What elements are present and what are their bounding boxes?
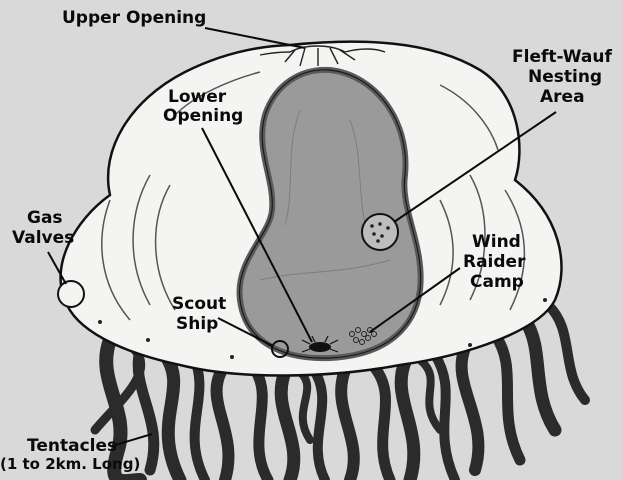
tentacle bbox=[189, 355, 210, 480]
tentacle bbox=[543, 300, 590, 405]
tentacles bbox=[90, 300, 590, 480]
leader-wind-raider bbox=[369, 267, 461, 333]
tentacle bbox=[394, 355, 421, 480]
tentacle bbox=[310, 367, 330, 480]
label-tentacles-line2: (1 to 2km. Long) bbox=[0, 455, 140, 473]
leader-upper-opening bbox=[204, 27, 306, 49]
cavity-rim-line bbox=[238, 69, 422, 359]
scout-ship-marker bbox=[271, 340, 289, 358]
leader-tentacles bbox=[111, 433, 153, 447]
wind-raider-camp bbox=[301, 327, 377, 353]
label-lower-opening-line1: Lower bbox=[168, 87, 227, 107]
tentacle bbox=[296, 368, 314, 444]
label-wind-raider-line1: Wind bbox=[472, 232, 521, 252]
tentacle bbox=[274, 365, 301, 480]
tentacle bbox=[335, 364, 360, 480]
label-lower-opening-line2: Opening bbox=[163, 106, 243, 126]
nesting-dots bbox=[370, 222, 390, 243]
label-wind-raider-line2: Raider bbox=[463, 252, 526, 272]
tentacle bbox=[430, 350, 460, 480]
label-fleft-wauf-line1: Fleft-Wauf bbox=[512, 47, 613, 67]
label-scout-ship-line2: Ship bbox=[176, 314, 218, 334]
tentacle bbox=[99, 333, 147, 480]
tentacle bbox=[210, 359, 235, 480]
tentacle bbox=[369, 362, 396, 480]
leader-lower-opening bbox=[201, 127, 313, 343]
tentacle bbox=[158, 348, 187, 480]
upper-opening bbox=[259, 45, 386, 67]
leader-fleft-wauf bbox=[393, 111, 557, 223]
label-wind-raider-line3: Camp bbox=[470, 272, 524, 292]
leader-scout-ship bbox=[217, 317, 274, 347]
nesting-area-marker bbox=[361, 213, 399, 251]
label-fleft-wauf-line2: Nesting bbox=[528, 67, 602, 87]
rim-dots bbox=[98, 298, 547, 359]
tentacle bbox=[518, 313, 562, 437]
tentacle bbox=[249, 364, 274, 480]
label-gas-valves-line1: Gas bbox=[27, 208, 63, 228]
body-contours bbox=[101, 71, 526, 321]
label-tentacles-line1: Tentacles bbox=[27, 436, 117, 456]
label-upper-opening: Upper Opening bbox=[62, 8, 206, 28]
label-scout-ship-line1: Scout bbox=[172, 294, 226, 314]
tentacle bbox=[489, 329, 526, 466]
gas-valve-marker bbox=[57, 280, 85, 308]
tentacle bbox=[416, 356, 444, 434]
label-fleft-wauf-line3: Area bbox=[540, 87, 585, 107]
label-gas-valves-line2: Valves bbox=[12, 228, 74, 248]
leader-lines bbox=[47, 27, 557, 447]
leader-gas-valves bbox=[47, 251, 67, 285]
tentacle bbox=[455, 342, 485, 476]
